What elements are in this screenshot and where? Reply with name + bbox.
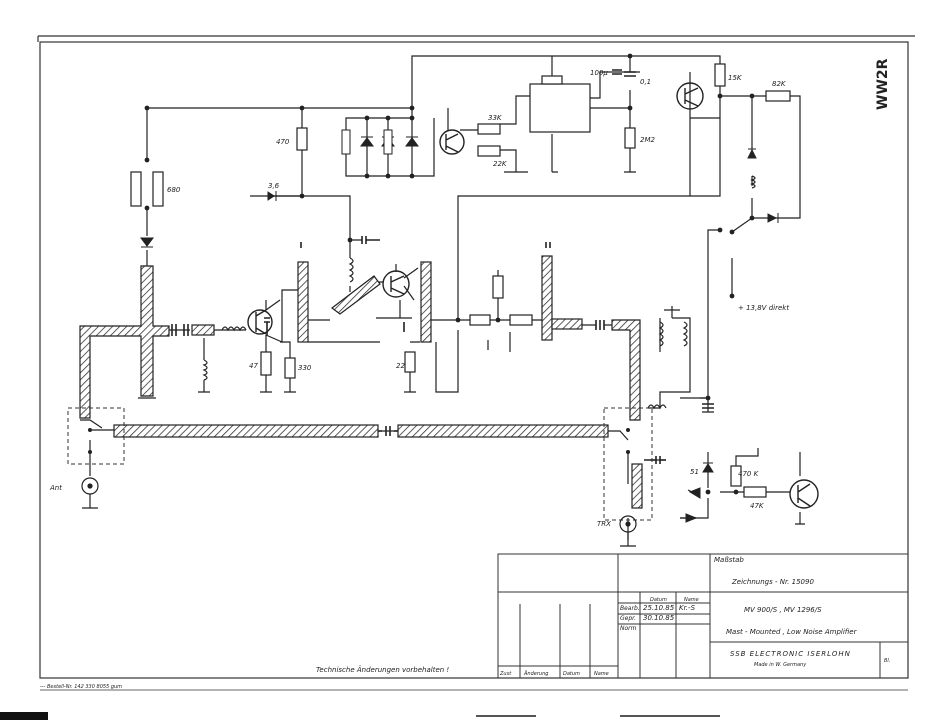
resistor-47k — [743, 486, 767, 498]
title-block — [497, 553, 909, 679]
wiring — [80, 55, 801, 540]
label-supply: + 13,8V direkt — [738, 304, 789, 312]
tb-datum: Datum — [563, 671, 580, 677]
label-330: 330 — [298, 364, 312, 372]
tb-sign: Kr.-S — [679, 604, 696, 612]
label-33k: 33K — [488, 114, 503, 122]
diode-relay — [747, 148, 757, 159]
label-47: 47 — [249, 362, 258, 370]
resistor-470k — [730, 465, 742, 487]
title-block-text: Maßstab Zeichnungs - Nr. 15090 MV 900/S … — [499, 556, 890, 677]
resistor-interstage — [492, 275, 504, 299]
label-01: 0,1 — [640, 78, 651, 86]
transistor-bias — [789, 479, 819, 509]
resistor-82k — [765, 90, 791, 102]
label-22: 22 — [396, 362, 405, 370]
tb-models: MV 900/S , MV 1296/S — [744, 606, 822, 614]
tb-date2: 30.10.85 — [643, 614, 675, 622]
resistor-33k — [477, 123, 501, 135]
tb-sheet: Bl. — [884, 658, 890, 664]
switch-block-top — [541, 75, 563, 85]
resistor-470 — [296, 127, 308, 151]
switch-block — [529, 83, 591, 133]
resistor-330 — [284, 357, 296, 379]
transistor-2 — [382, 270, 410, 298]
zener-box — [341, 129, 351, 155]
striplines — [79, 255, 643, 509]
tb-aenderung: Änderung — [523, 670, 548, 677]
diode-3v6 — [267, 191, 277, 201]
resistors — [130, 63, 791, 498]
inductors — [202, 175, 756, 410]
diode-ant — [140, 237, 154, 248]
label-470k: 470 K — [738, 470, 760, 478]
label-ant: Ant — [49, 484, 62, 492]
resistor-47 — [260, 351, 272, 376]
label-51: 51 — [690, 468, 699, 476]
resistor-series-a — [469, 314, 491, 326]
label-2m2: 2M2 — [640, 136, 655, 144]
resistor-2m2 — [624, 127, 636, 149]
label-3v6: 3,6 — [268, 182, 280, 190]
resistor-680-b — [152, 171, 164, 207]
tb-name-hdr: Name — [684, 597, 699, 603]
transistors — [247, 82, 819, 509]
resistor-22 — [404, 351, 416, 373]
label-22k: 22K — [493, 160, 508, 168]
tb-name: Name — [594, 671, 609, 677]
resistor-15k — [714, 63, 726, 87]
stamp-text: WW2R — [875, 58, 891, 110]
capacitors — [171, 69, 714, 464]
transistor-3 — [676, 82, 704, 110]
tb-made: Made in W. Germany — [754, 662, 807, 668]
label-100u: 100µ — [590, 69, 608, 77]
drawing-frame — [37, 35, 915, 691]
footer-note: Technische Änderungen vorbehalten ! — [316, 665, 449, 674]
label-82k: 82K — [772, 80, 787, 88]
tb-norm: Norm — [620, 625, 637, 632]
tb-bearb: Bearb. — [620, 605, 640, 612]
component-labels: 680 470 3,6 47 330 22 100µ 0,1 15K 82K 3… — [49, 69, 789, 528]
tb-gepr: Gepr. — [620, 615, 636, 622]
label-470: 470 — [276, 138, 290, 146]
label-680: 680 — [167, 186, 181, 194]
relay-box-ant — [67, 407, 125, 465]
resistor-22k — [477, 145, 501, 157]
order-note: --- Bestell-Nr. 142 330 8055 gum — [40, 684, 122, 690]
zener-box-2 — [383, 129, 393, 155]
label-47k: 47K — [750, 502, 765, 510]
tb-massstab: Maßstab — [714, 556, 744, 564]
tb-datum-hdr: Datum — [650, 597, 667, 603]
fet-1 — [247, 309, 273, 335]
diode-51 — [702, 462, 714, 473]
transistor-sw — [439, 129, 465, 155]
tb-zeichnung: Zeichnungs - Nr. 15090 — [731, 578, 814, 586]
resistor-series-b — [509, 314, 533, 326]
relay-box-trx — [603, 407, 653, 521]
tb-zust: Zust — [499, 671, 512, 677]
tb-desc: Mast - Mounted , Low Noise Amplifier — [726, 628, 858, 636]
label-15k: 15K — [728, 74, 743, 82]
tb-company: SSB ELECTRONIC ISERLOHN — [730, 650, 851, 658]
diode-right — [767, 213, 779, 223]
label-trx: TRX — [597, 520, 611, 528]
scan-edge — [0, 712, 48, 720]
tb-date1: 25.10.85 — [643, 604, 675, 612]
resistor-680-a — [130, 171, 142, 207]
diodes — [140, 131, 779, 523]
